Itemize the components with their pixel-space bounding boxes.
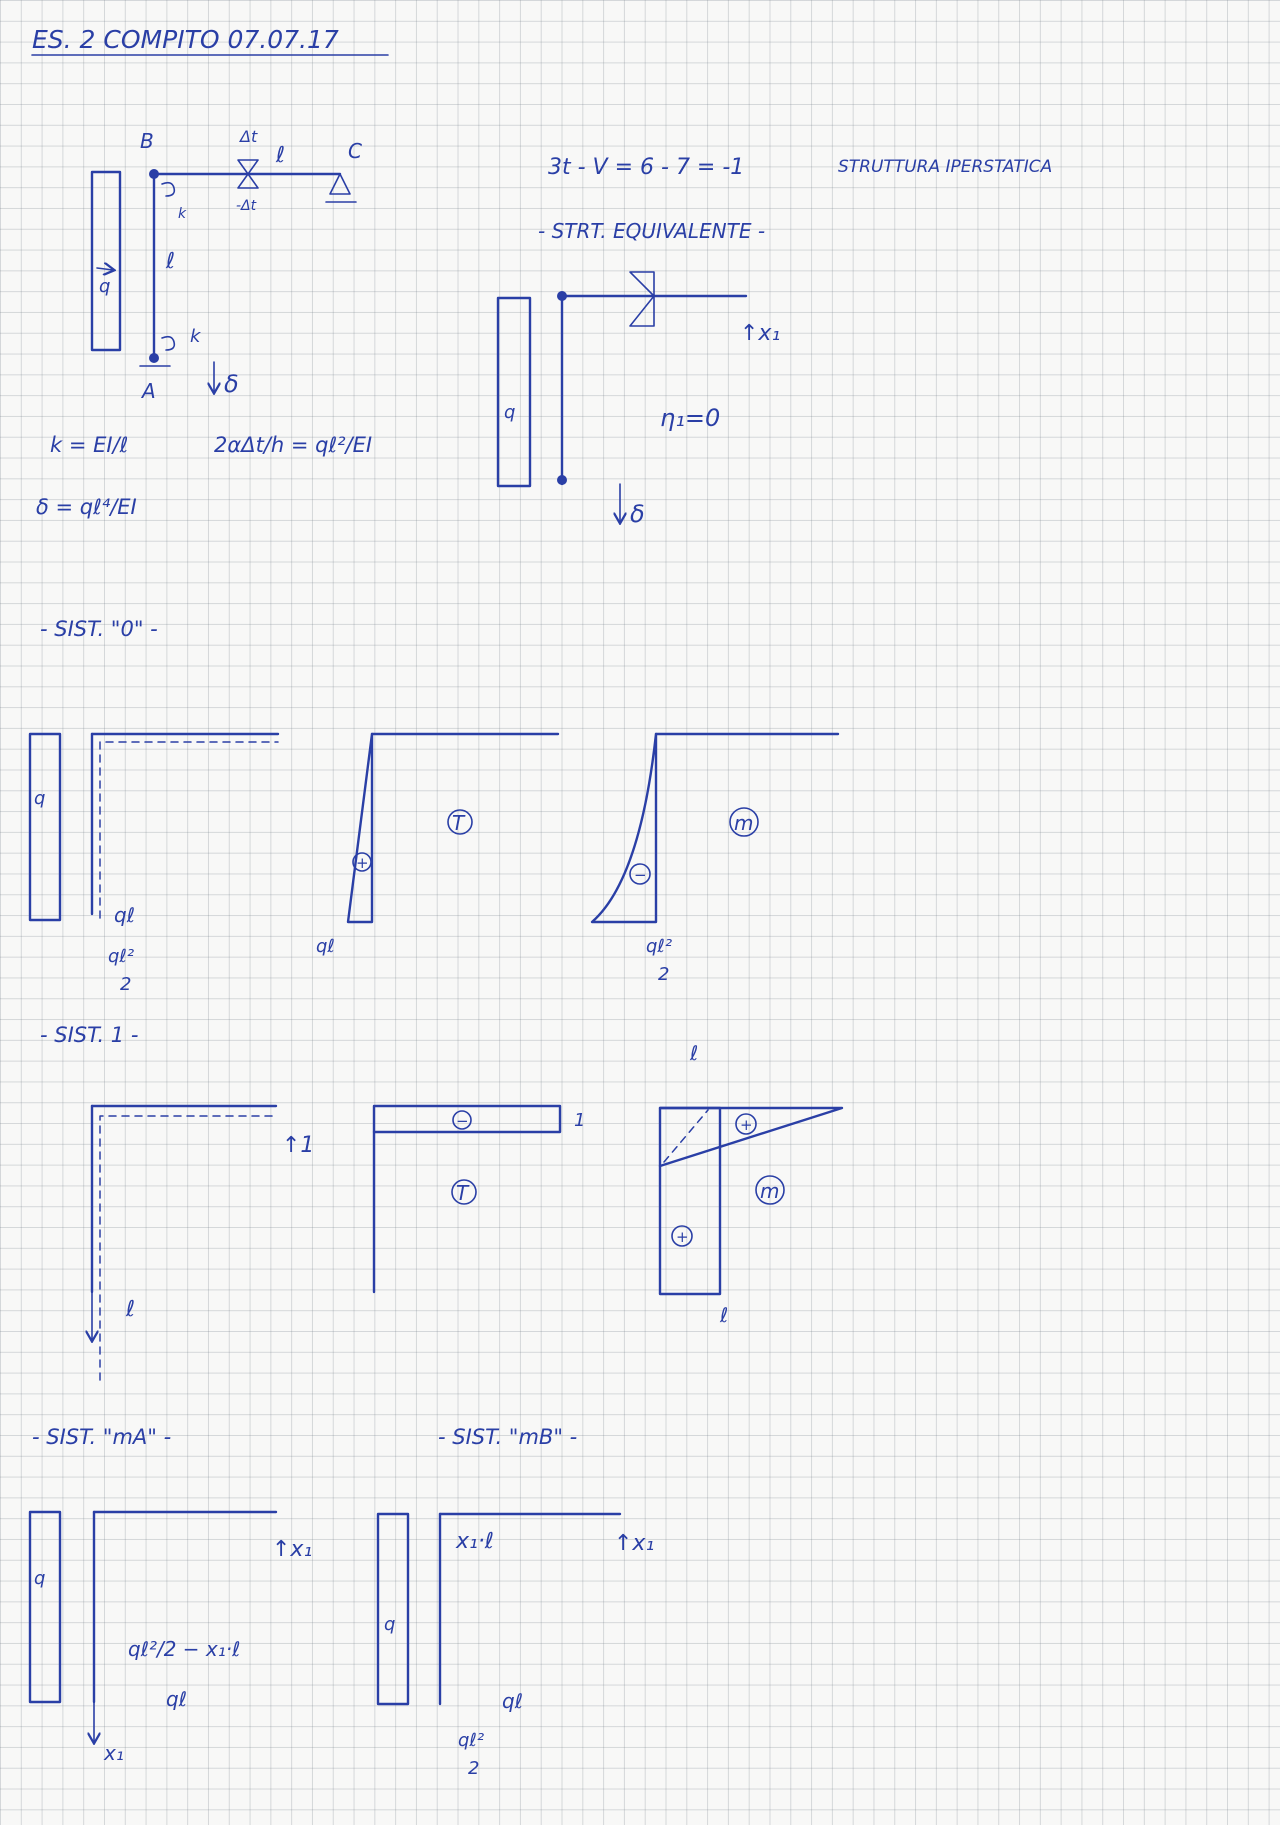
load-label: q	[99, 276, 110, 297]
node-b-label: B	[140, 129, 154, 153]
equivalent-node-a	[557, 475, 567, 485]
equivalent-figure: q ↑x₁ η₁=0 δ	[496, 271, 780, 528]
sist-mb-moment-b: x₁·ℓ	[455, 1529, 494, 1554]
sist-ma-figure: q ↑x₁ qℓ²/2 − x₁·ℓ qℓ x₁	[28, 1510, 312, 1765]
sist-mb-reaction-moment-num: qℓ²	[458, 1730, 484, 1751]
sist1-moment-sign-col: +	[676, 1228, 689, 1246]
sist1-deformed-line	[99, 1115, 277, 1381]
equivalent-settlement-label: δ	[630, 500, 645, 528]
node-c-label: C	[348, 139, 362, 163]
sist-ma-x1: ↑x₁	[272, 1537, 312, 1562]
equivalent-thermal-icon	[629, 271, 655, 327]
delta-definition: δ = qℓ⁴/EI	[36, 495, 137, 519]
sist-mb-reaction-moment-den: 2	[468, 1758, 479, 1779]
distributed-load-box	[90, 170, 122, 352]
sist0-reaction-moment-den: 2	[120, 974, 131, 995]
sist1-moment-diagram: + + m ℓ ℓ	[658, 1041, 844, 1327]
node-b-dot	[149, 169, 159, 179]
sist0-heading: - SIST. "0" -	[40, 617, 158, 641]
sist-mb-figure: q x₁·ℓ ↑x₁ qℓ qℓ² 2	[376, 1512, 654, 1779]
sist-ma-reaction-moment: qℓ²/2 − x₁·ℓ	[128, 1637, 240, 1661]
hyperstatic-equation: 3t - V = 6 - 7 = -1	[548, 155, 744, 180]
equivalent-load-label: q	[504, 402, 515, 423]
sist0-shear-diagram: + T qℓ	[316, 732, 560, 957]
sist0-shear-value: qℓ	[316, 936, 335, 957]
sist1-unit-force: ↑1	[282, 1133, 314, 1158]
spring-bottom-icon	[161, 335, 176, 351]
sist-mb-load-label: q	[384, 1614, 395, 1635]
equivalent-x1-label: ↑x₁	[740, 321, 780, 346]
sist1-moment-value-top: ℓ	[689, 1041, 698, 1065]
sist1-moment-sign-top: +	[740, 1116, 753, 1134]
delta-t-top-label: Δt	[238, 127, 258, 146]
delta-t-bottom-label: -Δt	[236, 198, 257, 214]
sist1-reaction-moment: ℓ	[125, 1297, 135, 1322]
sist1-heading: - SIST. 1 -	[40, 1023, 138, 1047]
sist0-load-box	[28, 732, 62, 922]
sist0-deformed-line	[99, 741, 279, 919]
equivalent-load-box	[496, 296, 532, 488]
sist-ma-load-box	[28, 1510, 62, 1704]
sist0-reaction-force: qℓ	[114, 903, 135, 927]
equivalent-eta-label: η₁=0	[660, 404, 720, 432]
sist1-shear-sign: −	[456, 1112, 469, 1130]
sist0-moment-value-den: 2	[658, 964, 669, 985]
sist0-shear-label: T	[452, 811, 466, 835]
thermal-equation: 2αΔt/h = qℓ²/EI	[214, 433, 372, 457]
sist-ma-heading: - SIST. "mA" -	[32, 1425, 171, 1449]
thermal-gradient-icon	[237, 159, 259, 189]
equivalent-heading: - STRT. EQUIVALENTE -	[538, 219, 765, 243]
spring-top-icon	[161, 181, 176, 197]
beam-length-label: ℓ	[275, 143, 285, 168]
sist1-shear-diagram: − 1 T	[372, 1104, 585, 1294]
node-a-dot	[149, 353, 159, 363]
sist-mb-x1: ↑x₁	[614, 1531, 654, 1556]
sist0-moment-label: m	[734, 811, 753, 835]
sist1-moment-label: m	[760, 1179, 779, 1203]
equivalent-node-b	[557, 291, 567, 301]
spring-bottom-label: k	[190, 326, 202, 347]
sist0-moment-sign: −	[634, 866, 647, 884]
sist1-shear-label: T	[456, 1181, 470, 1205]
sist-mb-load-box	[376, 1512, 410, 1706]
k-definition: k = EI/ℓ	[50, 433, 128, 457]
roller-support-c-icon	[329, 173, 351, 195]
sist1-load-figure: ↑1 ℓ	[92, 1104, 314, 1381]
spring-top-label: k	[178, 206, 187, 222]
sist0-load-label: q	[34, 788, 45, 809]
settlement-label: δ	[224, 370, 239, 398]
sist-mb-heading: - SIST. "mB" -	[438, 1425, 577, 1449]
sist-mb-reaction-force: qℓ	[502, 1689, 523, 1713]
structure-figure: q B C A Δt -Δt ℓ ℓ k k δ	[90, 127, 362, 403]
sist0-reaction-moment-num: qℓ²	[108, 946, 134, 967]
sist0-moment-value-num: qℓ²	[646, 936, 672, 957]
hyperstatic-label: STRUTTURA IPERSTATICA	[838, 157, 1052, 177]
column-length-label: ℓ	[165, 249, 175, 274]
sist-ma-reaction-force: qℓ	[166, 1687, 187, 1711]
load-arrow-icon	[96, 268, 113, 270]
sist0-load-figure: q qℓ qℓ² 2	[28, 732, 280, 995]
sist1-shear-value: 1	[574, 1110, 585, 1131]
sist1-moment-value-bottom: ℓ	[719, 1303, 728, 1327]
sist0-moment-diagram: − m qℓ² 2	[590, 732, 840, 985]
page-title: ES. 2 COMPITO 07.07.17	[32, 25, 339, 54]
node-a-label: A	[140, 379, 156, 403]
sist-ma-load-label: q	[34, 1568, 45, 1589]
sist-ma-reaction-vertical: x₁	[103, 1741, 124, 1765]
sist0-shear-sign: +	[356, 854, 369, 872]
